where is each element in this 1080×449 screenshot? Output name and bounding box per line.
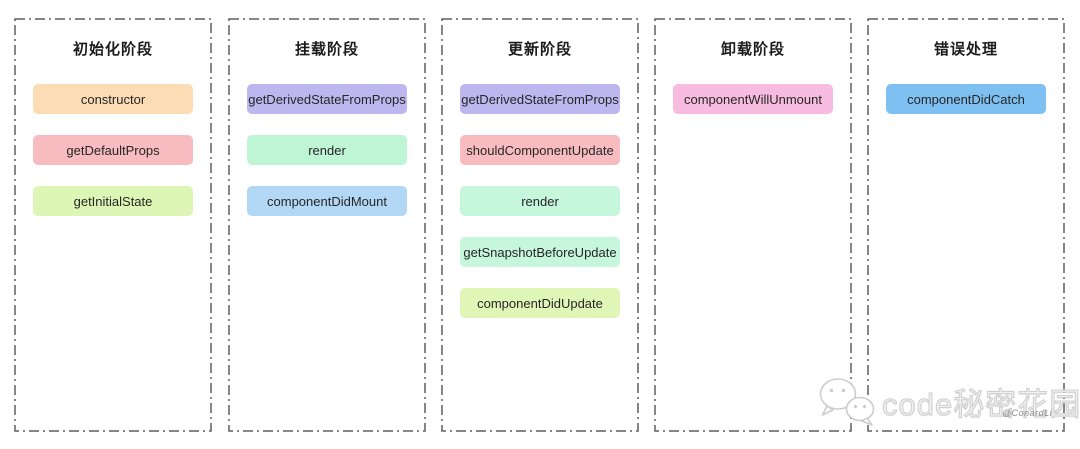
- phase-title: 挂载阶段: [294, 41, 359, 58]
- phase-column-unmounting: 卸载阶段 componentWillUnmount: [654, 18, 852, 432]
- lifecycle-method-pill: render: [247, 135, 407, 165]
- lifecycle-pill-stack: getDerivedStateFromProps render componen…: [228, 84, 426, 216]
- lifecycle-method-pill: componentDidCatch: [886, 84, 1046, 114]
- lifecycle-method-pill: componentWillUnmount: [673, 84, 833, 114]
- lifecycle-pill-stack: constructor getDefaultProps getInitialSt…: [14, 84, 212, 216]
- phase-column-initialization: 初始化阶段 constructor getDefaultProps getIni…: [14, 18, 212, 432]
- dashed-border: [867, 18, 1065, 432]
- wechat-chat-bubbles-icon: [816, 374, 880, 435]
- lifecycle-method-pill: componentDidUpdate: [460, 288, 620, 318]
- watermark-signature-text: @ConardLi: [1002, 408, 1053, 418]
- lifecycle-pill-stack: componentDidCatch: [867, 84, 1065, 114]
- lifecycle-method-pill: getInitialState: [33, 186, 193, 216]
- dashed-border: [14, 18, 212, 432]
- lifecycle-method-pill: constructor: [33, 84, 193, 114]
- lifecycle-method-pill: getDerivedStateFromProps: [247, 84, 407, 114]
- phase-column-update: 更新阶段 getDerivedStateFromProps shouldComp…: [441, 18, 639, 432]
- phase-title: 卸载阶段: [720, 41, 785, 58]
- lifecycle-pill-stack: componentWillUnmount: [654, 84, 852, 114]
- lifecycle-method-pill: getSnapshotBeforeUpdate: [460, 237, 620, 267]
- phase-title: 初始化阶段: [72, 41, 153, 58]
- lifecycle-method-pill: getDerivedStateFromProps: [460, 84, 620, 114]
- lifecycle-method-pill: componentDidMount: [247, 186, 407, 216]
- dashed-border: [654, 18, 852, 432]
- lifecycle-method-pill: render: [460, 186, 620, 216]
- phase-title: 错误处理: [933, 41, 998, 58]
- lifecycle-method-pill: shouldComponentUpdate: [460, 135, 620, 165]
- watermark: code秘密花园 @ConardLi: [816, 374, 1080, 435]
- phase-column-error-handling: 错误处理 componentDidCatch: [867, 18, 1065, 432]
- lifecycle-method-pill: getDefaultProps: [33, 135, 193, 165]
- dashed-border: [228, 18, 426, 432]
- phase-column-mounting: 挂载阶段 getDerivedStateFromProps render com…: [228, 18, 426, 432]
- phase-title: 更新阶段: [507, 41, 572, 58]
- lifecycle-pill-stack: getDerivedStateFromProps shouldComponent…: [441, 84, 639, 318]
